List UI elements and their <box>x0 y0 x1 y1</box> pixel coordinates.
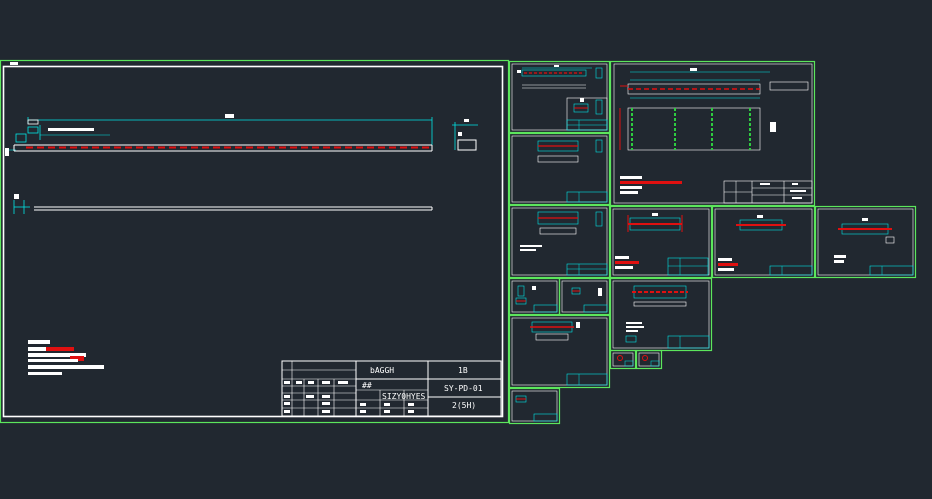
project-name: bAGGH <box>370 366 395 375</box>
beam-elevation-lower <box>13 194 433 214</box>
main-sheet[interactable] <box>0 59 510 424</box>
sheet-c[interactable] <box>508 204 611 279</box>
frame-corner-mark <box>10 62 18 65</box>
sheet-l[interactable] <box>609 349 637 370</box>
sheet-j[interactable] <box>508 314 611 389</box>
title-block <box>281 360 502 417</box>
sheet-a[interactable] <box>508 60 611 134</box>
sheet-b[interactable] <box>508 132 611 206</box>
main-sheet-frame <box>2 65 504 418</box>
sheet-k[interactable] <box>609 277 713 352</box>
scale-label: 1B <box>458 366 468 375</box>
sheet-f[interactable] <box>711 205 816 279</box>
sheet-n[interactable] <box>508 387 561 425</box>
sheet-e[interactable] <box>609 205 713 279</box>
general-notes <box>28 340 104 375</box>
sheet-d[interactable] <box>609 60 816 207</box>
sheet-g[interactable] <box>814 205 917 279</box>
drawing-number: SY-PD-01 <box>444 384 483 393</box>
beam-elevation-upper <box>5 114 433 156</box>
main-sheet-outer-border <box>0 59 510 424</box>
sheet-h[interactable] <box>508 277 561 316</box>
designer-label: ## <box>362 381 372 390</box>
sheet-m[interactable] <box>635 349 663 370</box>
sheet-label: 2(5H) <box>452 401 477 410</box>
checker-label: SIZY0HYES <box>382 392 426 401</box>
sheet-i[interactable] <box>558 277 611 316</box>
beam-section-view <box>452 119 478 151</box>
